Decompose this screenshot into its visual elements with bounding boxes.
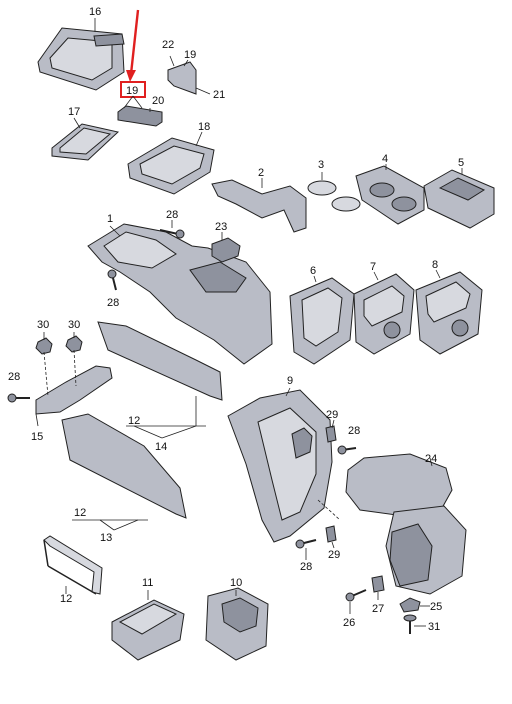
label-30-right: 30 [68, 319, 80, 331]
label-10: 10 [230, 577, 242, 589]
part-24-armrest [345, 453, 467, 595]
label-11: 11 [142, 577, 153, 589]
part-3-cupholder-mat [307, 172, 361, 212]
label-27: 27 [372, 603, 384, 615]
part-23-clip [211, 232, 241, 263]
screw-31 [403, 614, 426, 634]
screw-28-left [107, 269, 117, 291]
part-11-storage-bin [111, 590, 185, 661]
label-5: 5 [458, 157, 464, 169]
label-2: 2 [258, 167, 264, 179]
part-5-storage-box [423, 168, 495, 229]
screw-28-top [159, 220, 185, 239]
label-12-middle: 12 [74, 507, 86, 519]
part-18-tray-frame [127, 131, 215, 195]
label-28-top: 28 [166, 209, 178, 221]
label-13: 13 [100, 532, 112, 544]
part-14-side-panel [97, 321, 223, 439]
label-28-right: 28 [348, 425, 360, 437]
part-6-trim-panel [289, 275, 355, 365]
label-8: 8 [432, 259, 438, 271]
label-25: 25 [430, 601, 442, 613]
label-30-left: 30 [37, 319, 49, 331]
part-8-trim-panel [415, 269, 483, 355]
label-19-highlighted: 19 [126, 85, 138, 97]
label-7: 7 [370, 261, 376, 273]
part-9-rear-panel [227, 387, 333, 543]
label-6: 6 [310, 265, 316, 277]
nut-30-left [35, 332, 53, 355]
label-23: 23 [215, 221, 227, 233]
label-28-lower: 28 [300, 561, 312, 573]
highlight-arrow [126, 9, 140, 82]
screw-28-bracket [7, 393, 30, 403]
label-9: 9 [287, 375, 293, 387]
part-4-cupholder [355, 164, 425, 225]
part-15-bracket [35, 349, 113, 427]
part-16-tray-insert [37, 18, 125, 91]
label-4: 4 [382, 153, 388, 165]
label-24: 24 [425, 453, 437, 465]
label-22: 22 [162, 39, 174, 51]
part-12-frame [43, 535, 103, 595]
label-12-upper: 12 [128, 415, 140, 427]
part-7-trim-panel [353, 271, 415, 355]
label-21: 21 [213, 89, 225, 101]
label-12-lower: 12 [60, 593, 72, 605]
label-17: 17 [68, 106, 80, 118]
clip-27 [371, 575, 385, 600]
label-26: 26 [343, 617, 355, 629]
part-25 [399, 597, 430, 613]
label-14: 14 [155, 441, 167, 453]
screw-28-lower [295, 539, 317, 560]
label-15: 15 [31, 431, 43, 443]
label-19-upper: 19 [184, 49, 196, 61]
screw-28-right [337, 445, 357, 455]
clip-29-lower [317, 499, 341, 549]
label-18: 18 [198, 121, 210, 133]
part-13-side-panel [61, 413, 187, 531]
label-29-lower: 29 [328, 549, 340, 561]
part-10-box [205, 587, 269, 661]
highlight-box-19 [120, 81, 146, 98]
label-1: 1 [107, 213, 113, 225]
nut-30-right [65, 332, 83, 353]
label-28-left: 28 [107, 297, 119, 309]
label-31: 31 [428, 621, 440, 633]
part-22-clip-strip [167, 55, 211, 95]
label-16: 16 [89, 6, 101, 18]
label-20: 20 [152, 95, 164, 107]
screw-26 [345, 589, 367, 614]
part-17-mat [51, 117, 120, 161]
part-20-pad [117, 95, 163, 127]
part-2-bracket [211, 178, 307, 233]
label-29-upper: 29 [326, 409, 338, 421]
clip-29-upper [325, 419, 337, 443]
label-28-bracket: 28 [8, 371, 20, 383]
label-3: 3 [318, 159, 324, 171]
